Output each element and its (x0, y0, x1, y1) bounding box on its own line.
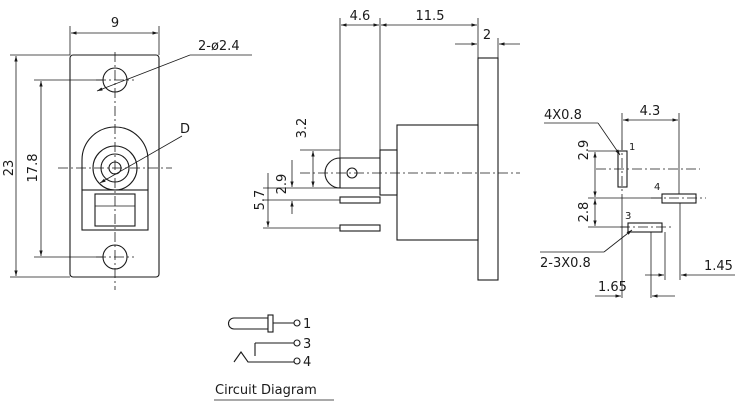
dim-text-pcb-2-9: 2.9 (577, 140, 592, 161)
pcb-pin-label-1: 1 (629, 142, 635, 153)
dim-text-11-5: 11.5 (416, 9, 445, 24)
jack-callout-text: D (180, 122, 190, 137)
height-dim-text: 23 (2, 160, 17, 177)
flange (477, 57, 499, 281)
dim-text-1-45: 1.45 (704, 259, 733, 274)
front-plate-outline (69, 54, 160, 278)
front-collar (379, 149, 398, 196)
plug-flange-symbol (267, 314, 274, 333)
hole-callout-text: 2-ø2.4 (198, 39, 240, 54)
pitch-dim-text: 17.8 (26, 154, 41, 183)
terminal-3 (293, 339, 301, 347)
dim-text-4-6: 4.6 (350, 9, 371, 24)
side-view: 4.6 11.5 2 3.2 2.9 5.7 (253, 9, 520, 281)
width-dim-text: 9 (111, 16, 119, 31)
pcb-pin-label-3: 3 (625, 211, 631, 222)
connector-body (396, 124, 479, 241)
dim-text-4-3: 4.3 (640, 104, 661, 119)
terminal-1 (293, 319, 301, 327)
slot-callout-main: 4X0.8 (544, 108, 582, 123)
circuit-diagram: 1 3 4 Circuit Diagram (214, 314, 334, 401)
hole-callout-leader (96, 54, 191, 92)
circuit-pin-4: 4 (303, 355, 311, 370)
pin-side-upper (339, 196, 381, 204)
dim-text-2: 2 (483, 28, 491, 43)
plug-pin-symbol (228, 317, 269, 330)
pin-side-lower (339, 224, 381, 232)
front-view: 9 23 17.8 2-ø2.4 D (2, 16, 252, 290)
spring-contact-symbol (233, 351, 294, 363)
circuit-pin-3: 3 (303, 337, 311, 352)
terminal-4 (293, 357, 301, 365)
slot-pin-3 (627, 222, 663, 233)
circuit-caption: Circuit Diagram (215, 383, 317, 398)
slot-pair-callout-text: 2-3X0.8 (540, 256, 591, 271)
dim-text-pcb-2-8: 2.8 (577, 202, 592, 223)
dim-text-2-9: 2.9 (275, 174, 290, 195)
pcb-layout: 1 4 3 4X0.8 4.3 2.9 2.8 2-3X0.8 1.45 (540, 104, 735, 298)
jack-callout-leader (99, 135, 183, 184)
jack-contact-block (94, 193, 136, 227)
dim-text-1-65: 1.65 (598, 280, 627, 295)
slot-pair-callout-leader (603, 229, 633, 253)
dim-text-5-7: 5.7 (253, 190, 268, 211)
circuit-pin-1: 1 (303, 317, 311, 332)
pcb-pin-label-4: 4 (654, 182, 660, 193)
slot-callout-leader (597, 122, 621, 156)
dim-text-3-2: 3.2 (295, 118, 310, 139)
slot-pin-4 (661, 193, 697, 204)
